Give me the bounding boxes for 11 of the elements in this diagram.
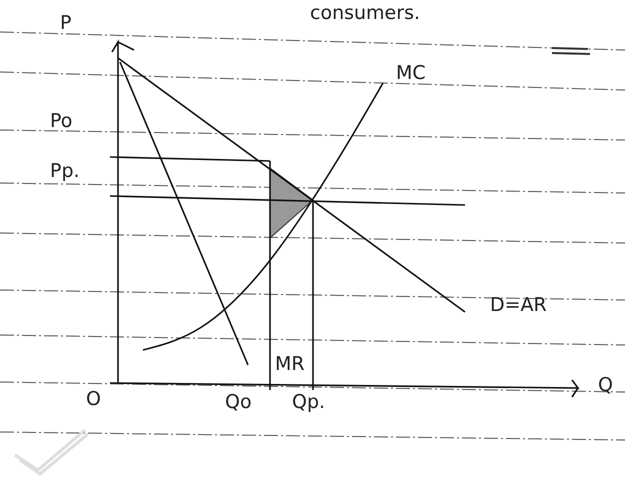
axis-label: Q [598, 376, 613, 395]
axis-label: O [86, 390, 101, 409]
axis-label: Po [50, 112, 72, 131]
axis-label: Qp. [292, 393, 326, 412]
axis-label: MC [396, 64, 426, 83]
axis-label: Qo [225, 393, 252, 412]
axis-label: D=AR [490, 296, 547, 315]
axis-label: P [60, 14, 72, 33]
axis-label: Pp. [50, 162, 80, 181]
heading-fragment: consumers. [310, 4, 420, 23]
axis-label: MR [275, 355, 305, 374]
